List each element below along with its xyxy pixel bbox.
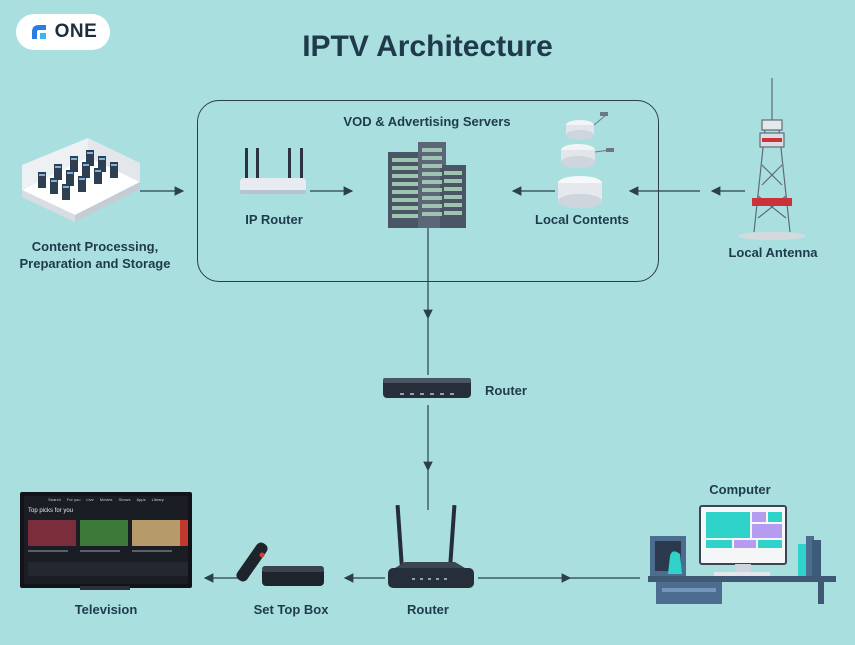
tv-nav: Search For you Live Movies Shows Apps Li… [26, 497, 186, 502]
label-router-middle: Router [485, 383, 527, 398]
router-bottom-icon [388, 504, 474, 588]
label-content-processing-line2: Preparation and Storage [19, 256, 171, 271]
label-vod-servers: VOD & Advertising Servers [343, 114, 511, 129]
set-top-box-icon [236, 542, 324, 586]
tv-nav-item: Search [48, 497, 61, 502]
computer-icon [648, 505, 836, 604]
tv-nav-item: Apps [136, 497, 146, 502]
ip-router-icon [240, 148, 306, 194]
data-center-icon [22, 138, 140, 222]
tv-nav-item: Live [86, 497, 94, 502]
tv-heading: Top picks for you [28, 508, 74, 514]
tv-nav-item: For you [66, 497, 81, 502]
tv-nav-item: Shows [118, 497, 131, 502]
label-local-antenna: Local Antenna [728, 245, 818, 260]
brand-logo: ONE [16, 14, 110, 50]
router-middle-icon [383, 378, 471, 398]
antenna-tower-icon [738, 78, 806, 240]
label-set-top-box: Set Top Box [253, 602, 329, 617]
label-content-processing: Content Processing, Preparation and Stor… [10, 238, 180, 272]
tv-nav-item: Library [151, 497, 164, 502]
label-television: Television [74, 602, 138, 617]
tv-nav-item: Movies [99, 497, 113, 502]
local-contents-icon [558, 112, 614, 208]
television-icon [20, 492, 192, 590]
logo-text: ONE [54, 21, 98, 42]
label-local-contents: Local Contents [535, 212, 629, 227]
page-title: IPTV Architecture [302, 30, 553, 63]
label-router-bottom: Router [407, 602, 449, 617]
vod-servers-icon [388, 142, 466, 228]
one-logo-icon [31, 25, 46, 39]
label-content-processing-line1: Content Processing, [31, 239, 159, 254]
label-computer: Computer [709, 482, 771, 497]
label-ip-router: IP Router [245, 212, 303, 227]
